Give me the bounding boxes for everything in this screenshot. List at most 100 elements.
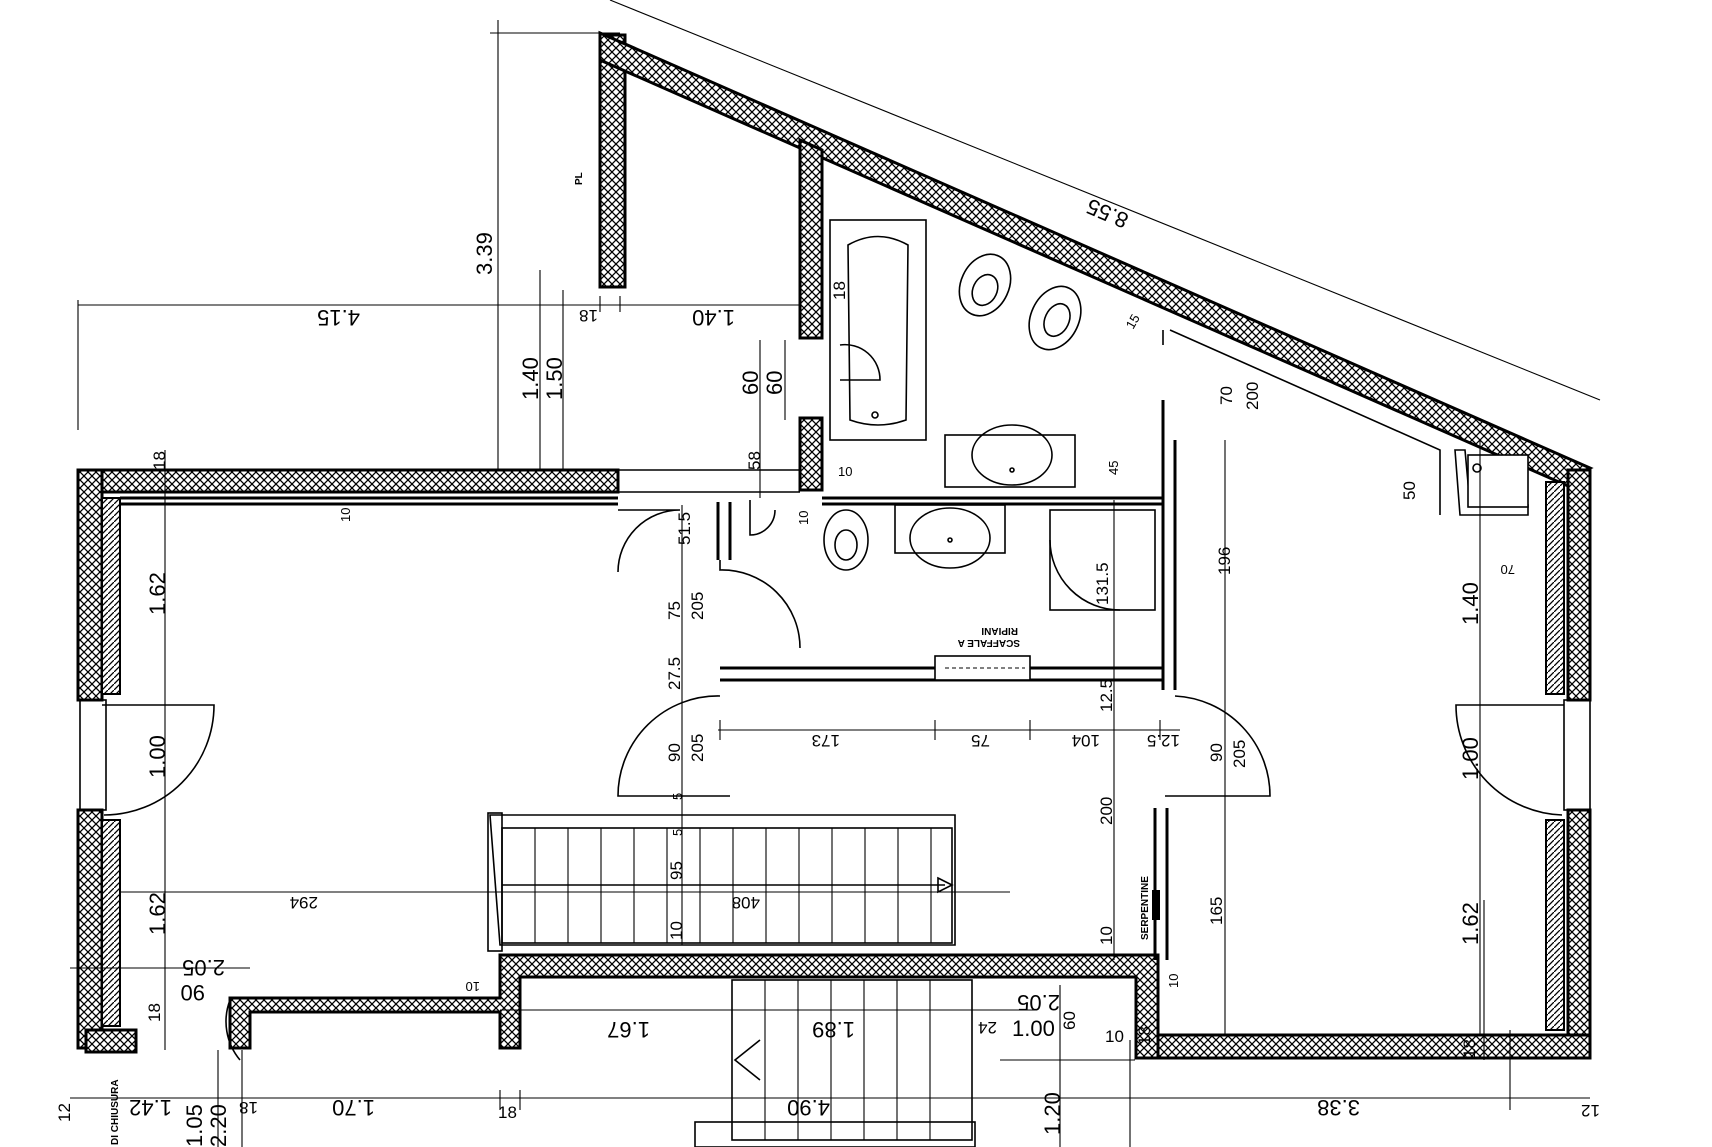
dim-105: 1.05 [182,1104,207,1147]
label-di-chiusura: DI CHIUSURA [110,1079,121,1145]
dim-196: 196 [1215,547,1234,575]
dim-10-bl: 10 [466,979,480,994]
dim-120: 1.20 [1040,1092,1065,1135]
radiator-mark [1152,890,1160,920]
dim-18-b3: 18 [498,1103,517,1122]
dim-70-v: 70 [1217,386,1236,405]
stairs-upper [501,827,954,944]
dim-5b: 5 [670,829,685,836]
dim-140-r: 1.40 [1458,582,1483,625]
dim-60b: 60 [762,371,787,395]
closet-fixture [1467,454,1529,508]
dim-10-r: 10 [1166,974,1181,988]
dim-408: 408 [732,893,760,912]
dim-294: 294 [290,893,318,912]
shelf-unit [934,655,1031,681]
bathtub [829,219,927,441]
dim-10-st: 10 [667,921,686,940]
dim-10-c: 10 [1097,926,1116,945]
dim-200-v: 200 [1243,382,1262,410]
dim-90-bl: 90 [181,980,205,1005]
dim-189: 1.89 [812,1017,855,1042]
interior-partitions [120,329,1529,960]
dim-75-h: 75 [971,731,990,750]
exterior-walls [76,30,1594,1060]
dim-125-v: 12.5 [1097,679,1116,712]
dim-162-lt: 1.62 [145,572,170,615]
dim-205-br: 2.05 [1017,990,1060,1015]
dim-12-r: 12 [1581,1101,1600,1120]
dim-140-top: 1.40 [692,305,735,330]
dim-10-wc: 10 [796,511,811,525]
dim-200-c: 200 [1097,797,1116,825]
windows [79,481,1591,1031]
stairs-lower [694,979,976,1147]
dim-75: 75 [665,601,684,620]
washbasin-upper [944,424,1076,488]
dim-167: 1.67 [607,1017,650,1042]
wc-toilet [823,509,869,571]
dim-10-b2: 10 [1105,1027,1124,1046]
dim-1315: 131.5 [1093,562,1112,605]
dim-18-top: 18 [579,306,598,325]
dim-60-b: 60 [1060,1011,1079,1030]
dim-162-lb: 1.62 [145,892,170,935]
label-pl: PL [574,172,585,185]
dim-12-l: 12 [55,1103,74,1122]
dim-100-b: 1.00 [1012,1016,1055,1041]
dim-100-r: 1.00 [1458,737,1483,780]
dim-173: 173 [812,731,840,750]
room-labels: PL SCAFFALE A RIPIANI SERPENTINE DI CHIU… [110,172,1160,1145]
dim-170: 1.70 [332,1095,375,1120]
dim-100-l: 1.00 [145,735,170,778]
dim-415: 4.15 [317,305,360,330]
dim-205-a: 205 [688,592,707,620]
dim-95: 95 [667,861,686,880]
dim-339: 3.39 [472,232,497,275]
dim-90-l: 90 [665,743,684,762]
dim-855: 8.55 [1083,194,1132,234]
dim-18-bl: 18 [145,1003,164,1022]
dim-205-b: 205 [688,734,707,762]
dim-125-h: 12.5 [1147,731,1180,750]
dim-45: 45 [1106,461,1121,475]
dim-205-bl: 2.05 [182,955,225,980]
dim-18-room: 18 [150,451,169,470]
dimension-lines [70,0,1601,1147]
dim-10-room: 10 [338,508,353,522]
dim-162-r: 1.62 [1458,902,1483,945]
dim-275: 27.5 [665,657,684,690]
dim-150-v: 1.50 [542,357,567,400]
dim-338: 3.38 [1317,1095,1360,1120]
dim-205-r: 205 [1230,740,1249,768]
dim-5a: 5 [670,793,685,800]
dim-70-h: 70 [1501,562,1515,577]
label-ripiani: RIPIANI [981,625,1018,636]
dim-140-v: 1.40 [518,357,543,400]
dim-58: 58 [745,451,764,470]
dim-90-r: 90 [1207,743,1226,762]
dimension-texts: 3.39 8.55 4.15 18 1.40 1.40 1.50 60 60 5… [55,194,1600,1147]
dim-165: 165 [1207,897,1226,925]
dim-104: 104 [1072,731,1100,750]
dim-220: 2.20 [206,1104,231,1147]
dim-50: 50 [1400,481,1419,500]
dim-515: 51.5 [675,512,694,545]
washbasin-lower [894,504,1006,569]
dim-18-r: 18 [1460,1039,1479,1058]
toilet [958,253,1012,317]
dim-490: 4.90 [787,1095,830,1120]
bidet [1028,285,1082,351]
label-serpentine: SERPENTINE [1140,876,1151,940]
dim-15: 15 [1123,311,1143,331]
dim-18-b2: 18 [1135,1026,1154,1045]
dim-60a: 60 [738,371,763,395]
dim-10-bath: 10 [838,464,852,479]
shower [1049,509,1156,611]
label-scaffale: SCAFFALE A [958,637,1020,648]
dim-142: 1.42 [129,1095,172,1120]
dim-24: 24 [978,1018,997,1037]
dim-18-bath: 18 [830,281,849,300]
doors [102,343,1564,1061]
